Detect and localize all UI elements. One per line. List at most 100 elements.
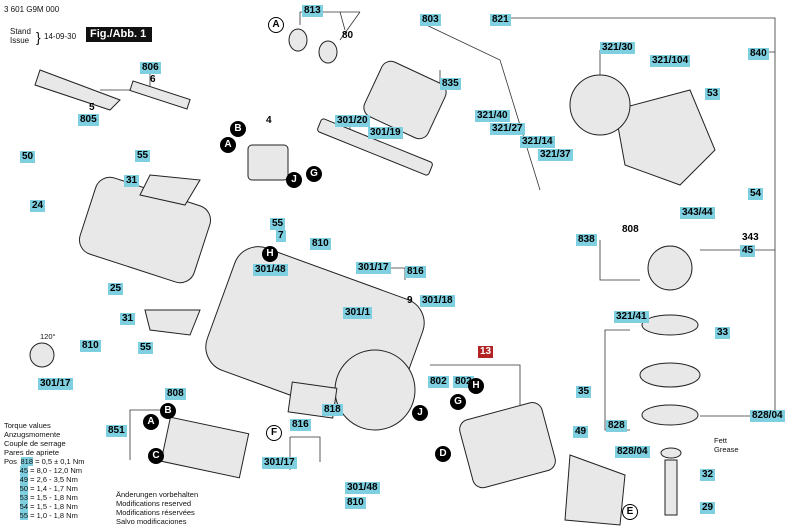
marker-d-right: D (435, 446, 451, 462)
callout-49-left: 828/04 (615, 446, 650, 458)
marker-e-bottom: E (622, 504, 638, 520)
part-cover-31-bottom (144, 309, 201, 336)
callout-301-19: 301/19 (368, 127, 403, 139)
doc-number: 3 601 G9M 000 (4, 5, 60, 14)
fett-label: Fett (714, 436, 727, 445)
issue-date: 14-09-30 (44, 32, 77, 41)
marker-g-right: G (450, 394, 466, 410)
callout-301-18: 301/18 (420, 295, 455, 307)
callout-29: 49 (573, 426, 589, 438)
callout-816-bottom: 816 (290, 419, 311, 431)
torque-title-1: Torque values (4, 421, 51, 430)
callout-301-17-left: 301/17 (38, 378, 73, 390)
marker-g-mid: G (306, 166, 322, 182)
part-bearing-813 (288, 28, 308, 52)
callout-818: 808 (165, 388, 186, 400)
torque-row: 55 = 1,0 - 1,8 Nm (19, 511, 78, 520)
callout-301-48-bottom: 301/48 (345, 482, 380, 494)
marker-j-right: J (412, 405, 428, 421)
callout-821: 821 (490, 14, 511, 26)
callout-808: 818 (322, 404, 343, 416)
callout-321-41: 45 (740, 245, 756, 257)
torque-title-3: Couple de serrage (4, 439, 66, 448)
part-gear-housing-flange (334, 349, 416, 431)
torque-row: 54 = 1,5 - 1,8 Nm (19, 502, 78, 511)
callout-828-04: 828 (606, 420, 627, 432)
callout-31-top: 31 (124, 175, 140, 187)
part-cable-806 (129, 80, 191, 110)
callout-810-bottom: 810 (345, 497, 366, 509)
part-cover-31-top (139, 174, 201, 206)
callout-343-44: 343/44 (680, 207, 715, 219)
callout-55-mid: 55 (270, 218, 286, 230)
part-flange-828 (639, 362, 701, 388)
callout-45-top: 808 (622, 224, 639, 235)
callout-813: 813 (302, 5, 323, 17)
callout-321-104: 321/104 (650, 55, 691, 67)
callout-838: 838 (576, 234, 597, 246)
callout-835: 835 (440, 78, 461, 90)
callout-6: 6 (150, 74, 156, 85)
issue-label: Issue (10, 36, 30, 45)
callout-33: 321/41 (614, 311, 649, 323)
marker-h-mid: H (262, 246, 278, 262)
callout-108-a: 802 (428, 376, 449, 388)
part-washer-80 (660, 447, 682, 459)
callout-80: 32 (700, 469, 716, 481)
callout-810-top: 810 (310, 238, 331, 250)
callout-49-right: 828/04 (750, 410, 785, 422)
stand-label: Stand (10, 27, 31, 36)
callout-32: 29 (700, 502, 716, 514)
callout-828: 35 (576, 386, 592, 398)
part-bearing-plate-321-30 (569, 74, 631, 136)
callout-840: 840 (748, 48, 769, 60)
callout-321-27: 321/27 (490, 123, 525, 135)
changes-note: Änderungen vorbehalten Modifications res… (116, 490, 199, 526)
callout-13: 80 (342, 30, 354, 41)
callout-851: 851 (106, 425, 127, 437)
callout-343: 343 (742, 232, 759, 243)
part-base-851 (160, 416, 250, 479)
callout-301-17-top: 301/17 (356, 262, 391, 274)
callout-50: 50 (20, 151, 36, 163)
angle-label: 120° (40, 332, 56, 341)
callout-321-30: 321/30 (600, 42, 635, 54)
callout-816-top: 816 (405, 266, 426, 278)
marker-a-left: A (143, 414, 159, 430)
callout-24: 24 (30, 200, 46, 212)
torque-row: 50 = 1,4 - 1,7 Nm (19, 484, 78, 493)
callout-301-48-top: 301/48 (253, 264, 288, 276)
grease-label: Grease (714, 445, 739, 454)
part-plug (34, 69, 121, 111)
callout-4: 4 (266, 115, 272, 126)
part-flange-nut-17 (29, 342, 55, 368)
callout-53: 53 (705, 88, 721, 100)
callout-321-14: 321/14 (520, 136, 555, 148)
leader-838 (599, 240, 640, 281)
leader-813 (299, 11, 361, 41)
part-gear-cover-840 (614, 89, 716, 186)
callout-55-bottom: 55 (138, 342, 154, 354)
callout-805: 805 (78, 114, 99, 126)
part-baffle-29 (564, 454, 626, 526)
marker-b-left: B (160, 403, 176, 419)
callout-803: 803 (420, 14, 441, 26)
torque-table: Torque values Anzugsmomente Couple de se… (4, 421, 84, 520)
marker-h-right: H (468, 378, 484, 394)
part-lever-301-20 (317, 118, 433, 176)
marker-c-left: C (148, 448, 164, 464)
callout-9: 9 (407, 295, 413, 306)
callout-35: 33 (715, 327, 731, 339)
torque-row: 53 = 1,5 - 1,8 Nm (19, 493, 78, 502)
callout-5: 5 (89, 102, 95, 113)
callout-802: 13 (478, 346, 494, 358)
callout-806: 806 (140, 62, 161, 74)
torque-title-2: Anzugsmomente (4, 430, 61, 439)
marker-f-bottom: F (266, 425, 282, 441)
callout-301-17-bottom: 301/17 (262, 457, 297, 469)
callout-301-20: 301/20 (335, 115, 370, 127)
callout-321-37: 321/37 (538, 149, 573, 161)
callout-25: 25 (108, 283, 124, 295)
